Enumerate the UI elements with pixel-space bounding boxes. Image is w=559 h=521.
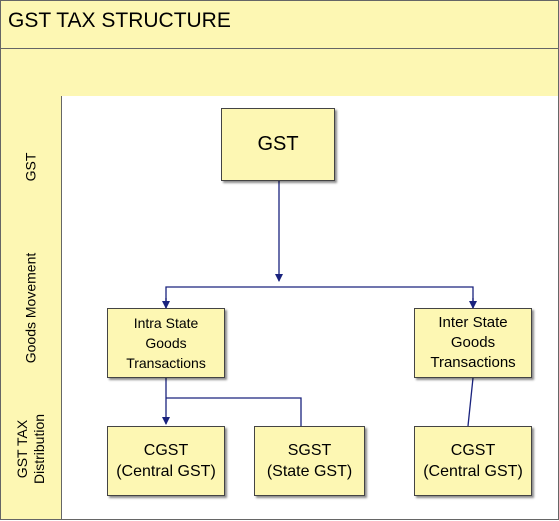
subtitle-bar <box>0 48 559 97</box>
connector-split <box>165 286 474 308</box>
lane-label-goods-movement: Goods Movement <box>1 237 62 378</box>
node-label: Inter State Goods Transactions <box>430 314 516 371</box>
lane-label-gst: GST <box>1 96 62 237</box>
node-label: CGST (Central GST) <box>423 442 523 480</box>
connector-intra-to-sgst <box>166 397 302 426</box>
node-label: CGST (Central GST) <box>116 442 216 480</box>
node-sgst: SGST (State GST) <box>254 426 365 496</box>
connector-inter-to-cgst <box>467 377 474 427</box>
node-gst: GST <box>221 108 335 181</box>
node-intra-state: Intra State Goods Transactions <box>107 308 225 378</box>
node-cgst-left: CGST (Central GST) <box>107 426 225 496</box>
title-bar: GST TAX STRUCTURE <box>0 0 559 48</box>
node-label: GST <box>257 133 299 155</box>
node-inter-state: Inter State Goods Transactions <box>414 308 532 378</box>
node-label: Intra State Goods Transactions <box>126 315 206 371</box>
node-label: SGST (State GST) <box>266 442 353 480</box>
node-cgst-right: CGST (Central GST) <box>414 426 532 496</box>
lane-label-gst-tax-distribution: GST TAX Distribution <box>1 378 62 519</box>
page-title: GST TAX STRUCTURE <box>8 9 231 32</box>
